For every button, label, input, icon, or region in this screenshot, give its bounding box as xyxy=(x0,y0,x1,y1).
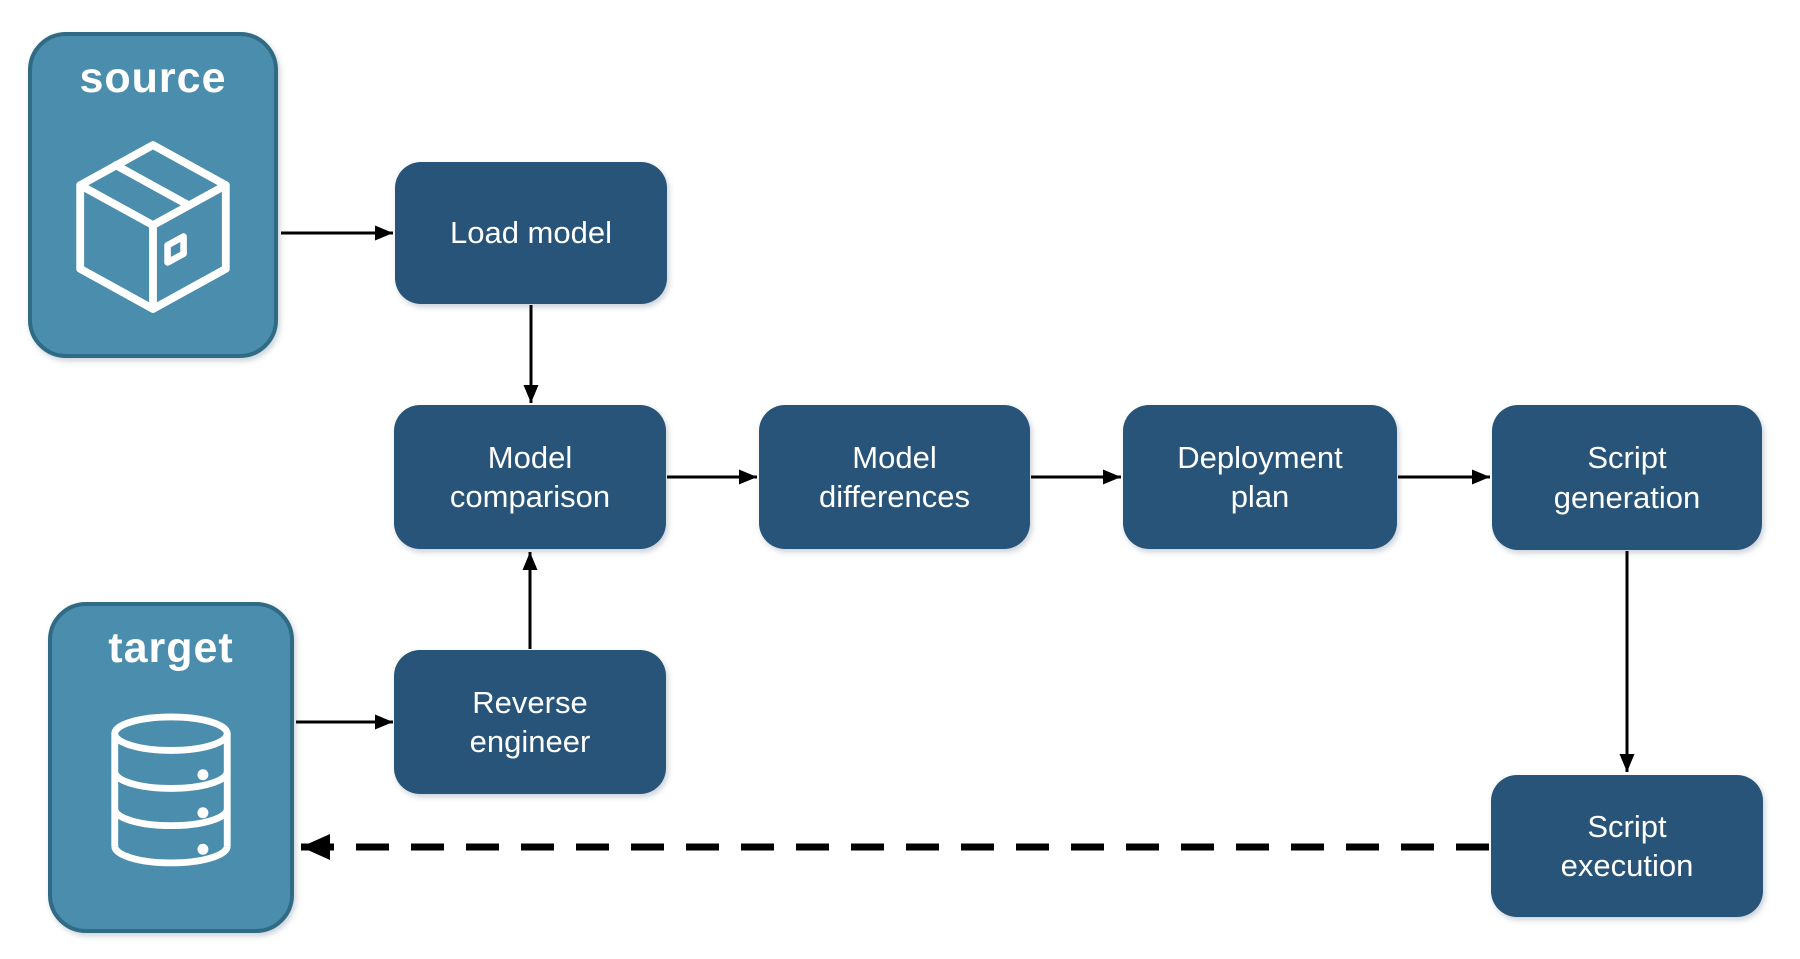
node-label: Script generation xyxy=(1553,440,1701,515)
node-deployment-plan: Deployment plan xyxy=(1123,405,1397,549)
node-label: Deployment plan xyxy=(1177,439,1343,514)
node-label: Model differences xyxy=(818,439,971,514)
node-load-model: Load model xyxy=(395,162,667,304)
source-label: source xyxy=(79,54,227,102)
node-label: Reverse engineer xyxy=(469,684,591,759)
node-script-generation: Script generation xyxy=(1492,405,1762,550)
database-icon xyxy=(111,713,231,867)
node-reverse-engineer: Reverse engineer xyxy=(394,650,666,794)
node-source: source xyxy=(28,32,278,358)
node-label: Load model xyxy=(449,215,612,251)
node-model-differences: Model differences xyxy=(759,405,1030,549)
node-script-execution: Script execution xyxy=(1491,775,1763,917)
node-label: Model comparison xyxy=(449,439,611,514)
node-target: target xyxy=(48,602,294,933)
package-icon xyxy=(76,141,230,313)
node-label: Script execution xyxy=(1560,808,1694,883)
node-model-comparison: Model comparison xyxy=(394,405,666,549)
target-label: target xyxy=(108,624,234,672)
